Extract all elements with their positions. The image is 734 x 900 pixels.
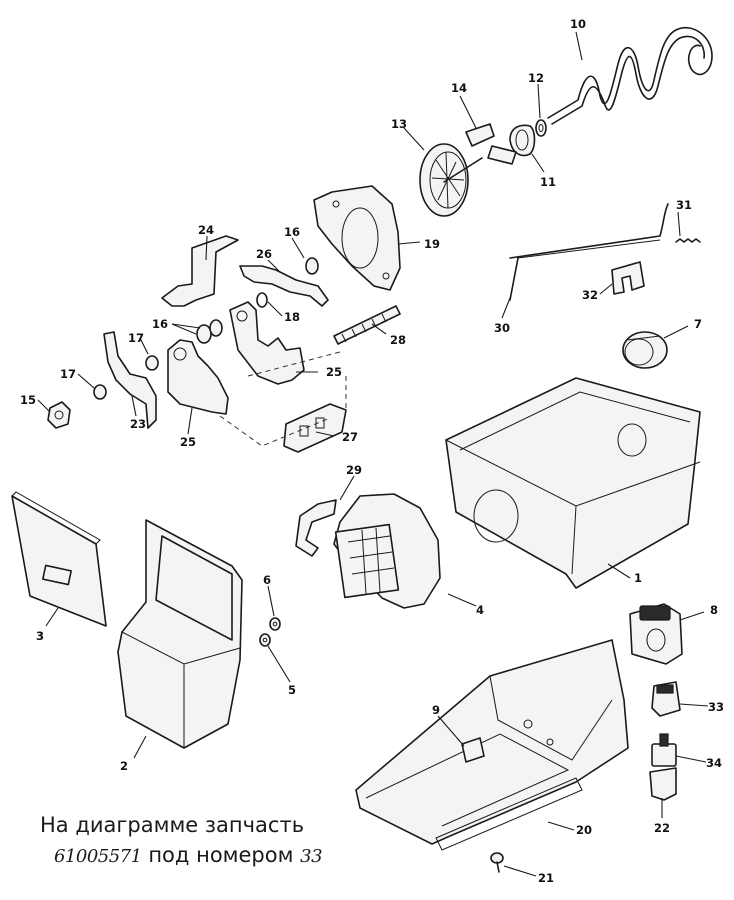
part-17-washer-lower (93, 384, 107, 400)
callout-1: 1 (634, 571, 642, 585)
part-12-washer (535, 119, 547, 137)
callout-7: 7 (694, 317, 702, 331)
part-18-washer (256, 292, 268, 308)
callout-34: 34 (706, 756, 722, 770)
caption-part-index: 33 (300, 846, 323, 867)
caption-line-1: На диаграмме запчасть (40, 813, 305, 837)
part-caption: На диаграмме запчасть 61005571 под номер… (40, 810, 460, 872)
callout-2: 2 (120, 759, 128, 773)
caption-part-number: 61005571 (54, 846, 142, 867)
callout-11: 11 (540, 175, 556, 189)
part-32-clip (611, 261, 645, 295)
part-14-bracket (465, 123, 517, 165)
part-28-shaft (333, 305, 401, 345)
part-9-clip (461, 737, 485, 763)
callout-25-upper: 25 (326, 365, 342, 379)
part-8-motor (629, 603, 683, 665)
part-19-housing-plate (313, 185, 401, 291)
callout-22: 22 (654, 821, 670, 835)
callout-16-top: 16 (284, 225, 300, 239)
part-5-washer (259, 633, 271, 647)
part-15-nut (47, 401, 71, 429)
part-11-cup (509, 124, 536, 157)
callout-17-lower: 17 (60, 367, 76, 381)
callout-21: 21 (538, 871, 554, 885)
part-27-switch (283, 403, 347, 453)
assembly-dashed-guides (219, 351, 347, 447)
callout-25-lower: 25 (180, 435, 196, 449)
part-16-pin-top (305, 257, 319, 275)
callout-9: 9 (432, 703, 440, 717)
part-3-door (11, 491, 107, 627)
part-33-valve-coil (651, 681, 681, 717)
part-25-cam-plate-upper (229, 301, 305, 385)
part-17-washer-upper (145, 355, 159, 371)
part-7-ring (622, 331, 668, 369)
callout-18: 18 (284, 310, 300, 324)
callout-14: 14 (451, 81, 467, 95)
part-21-screw (490, 852, 504, 873)
callout-17-upper: 17 (128, 331, 144, 345)
callout-12: 12 (528, 71, 544, 85)
part-25-cam-plate-lower (167, 339, 229, 415)
callout-19: 19 (424, 237, 440, 251)
callout-3: 3 (36, 629, 44, 643)
callout-8: 8 (710, 603, 718, 617)
callout-16-middle: 16 (152, 317, 168, 331)
part-22-bracket (649, 767, 677, 801)
callout-33: 33 (708, 700, 724, 714)
callout-4: 4 (476, 603, 484, 617)
callout-20: 20 (576, 823, 592, 837)
callout-15: 15 (20, 393, 36, 407)
callout-26: 26 (256, 247, 272, 261)
part-24-lever (161, 235, 239, 307)
part-26-lever (239, 265, 329, 307)
callout-31: 31 (676, 198, 692, 212)
part-23-lever (103, 331, 157, 429)
part-34-valve (651, 733, 677, 767)
caption-line-2: 61005571 под номером 33 (40, 840, 460, 872)
part-6-washer (269, 617, 281, 631)
part-31-spring (675, 238, 701, 243)
callout-labels: 10 12 14 13 11 19 16 24 26 31 32 30 7 18… (20, 17, 724, 885)
callout-13: 13 (391, 117, 407, 131)
part-2-bin (117, 519, 243, 749)
part-4-fan-housing (333, 493, 441, 609)
part-10-heater-coil (547, 27, 713, 125)
part-1-tub (445, 377, 701, 589)
callout-27: 27 (342, 430, 358, 444)
part-29-clip (295, 499, 337, 557)
callout-23: 23 (130, 417, 146, 431)
callout-30: 30 (494, 321, 510, 335)
callout-28: 28 (390, 333, 406, 347)
callout-6: 6 (263, 573, 271, 587)
part-30-rod (509, 203, 669, 301)
caption-middle-text: под номером (148, 843, 294, 867)
leader-lines (37, 31, 709, 877)
callout-29: 29 (346, 463, 362, 477)
part-13-fan-wheel (419, 143, 483, 217)
callout-5: 5 (288, 683, 296, 697)
callout-24: 24 (198, 223, 214, 237)
callout-10: 10 (570, 17, 586, 31)
part-16-pin-middle (196, 319, 223, 344)
callout-32: 32 (582, 288, 598, 302)
part-20-tray (355, 639, 629, 851)
